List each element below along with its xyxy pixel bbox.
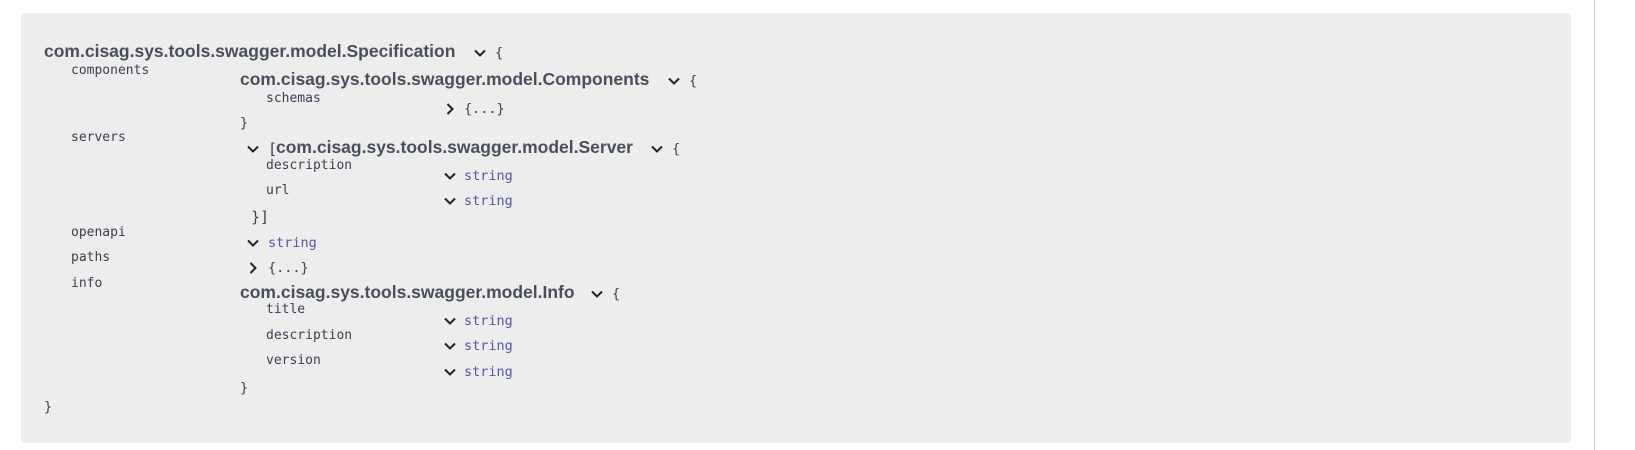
chevron-down-icon[interactable] xyxy=(473,46,487,60)
model-panel xyxy=(21,13,1571,443)
prop-openapi: openapi xyxy=(71,225,126,240)
server-description-type: string xyxy=(464,168,513,184)
chevron-down-icon[interactable] xyxy=(443,339,457,353)
info-description-type: string xyxy=(464,338,513,354)
info-model-title[interactable]: com.cisag.sys.tools.swagger.model.Info xyxy=(240,282,575,302)
root-close-brace: } xyxy=(44,399,53,415)
prop-info-title: title xyxy=(266,302,306,317)
schemas-collapsed-value[interactable]: {...} xyxy=(464,101,505,117)
paths-collapsed-value[interactable]: {...} xyxy=(268,260,309,276)
prop-schemas: schemas xyxy=(266,91,321,106)
server-open-brace: { xyxy=(672,141,681,157)
chevron-down-icon[interactable] xyxy=(443,365,457,379)
prop-servers: servers xyxy=(71,130,126,145)
chevron-down-icon[interactable] xyxy=(443,194,457,208)
prop-paths: paths xyxy=(71,250,111,265)
chevron-right-icon[interactable] xyxy=(443,102,457,116)
components-open-brace: { xyxy=(689,73,698,89)
prop-info: info xyxy=(71,276,103,291)
chevron-down-icon[interactable] xyxy=(246,236,260,250)
server-model-title[interactable]: com.cisag.sys.tools.swagger.model.Server xyxy=(276,137,633,157)
info-open-brace: { xyxy=(612,286,621,302)
scrollbar-divider xyxy=(1594,0,1595,450)
chevron-down-icon[interactable] xyxy=(443,314,457,328)
chevron-down-icon[interactable] xyxy=(667,74,681,88)
root-open-brace: { xyxy=(495,45,504,61)
openapi-type: string xyxy=(268,235,317,251)
chevron-down-icon[interactable] xyxy=(246,142,260,156)
chevron-right-icon[interactable] xyxy=(246,261,260,275)
prop-info-version: version xyxy=(266,353,321,368)
chevron-down-icon[interactable] xyxy=(443,169,457,183)
info-close-brace: } xyxy=(240,380,249,396)
info-title-type: string xyxy=(464,313,513,329)
info-version-type: string xyxy=(464,364,513,380)
root-model-title[interactable]: com.cisag.sys.tools.swagger.model.Specif… xyxy=(44,41,456,61)
prop-server-url: url xyxy=(266,183,290,198)
prop-components: components xyxy=(71,63,150,78)
prop-server-description: description xyxy=(266,158,353,173)
servers-array-close: }] xyxy=(251,208,270,226)
servers-array-open: [ xyxy=(268,140,278,158)
chevron-down-icon[interactable] xyxy=(590,287,604,301)
chevron-down-icon[interactable] xyxy=(650,142,664,156)
components-model-title[interactable]: com.cisag.sys.tools.swagger.model.Compon… xyxy=(240,69,650,89)
prop-info-description: description xyxy=(266,328,353,343)
server-url-type: string xyxy=(464,193,513,209)
components-close-brace: } xyxy=(240,115,249,131)
